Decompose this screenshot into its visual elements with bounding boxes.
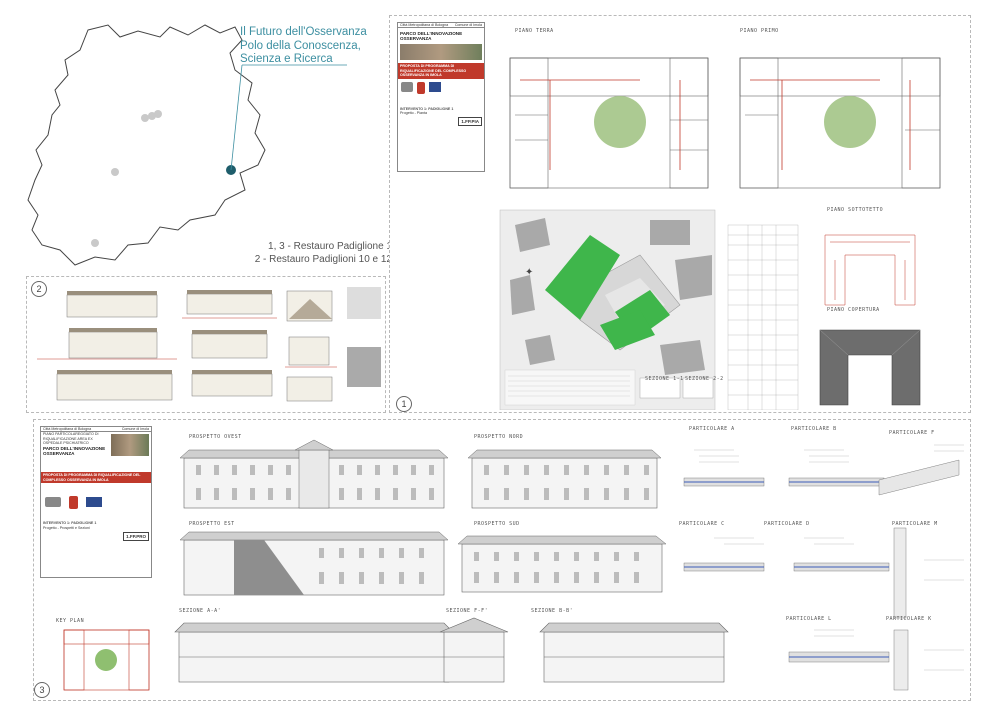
title-block-header-left: Città Metropolitana di Bologna <box>400 23 449 27</box>
site-section-label: SEZIONE 2-2 <box>685 376 724 382</box>
title-block-header-right: Comune di Imola <box>454 23 482 27</box>
detail-label: PARTICOLARE B <box>791 426 837 432</box>
elevation-est <box>179 531 449 596</box>
location-dot-grey <box>91 239 99 247</box>
title-block-intervento: INTERVENTO 1: PADIGLIONE 1 <box>43 521 97 526</box>
site-buildings <box>510 218 712 375</box>
title-block-header-right: Comune di Imola <box>121 427 149 431</box>
project-photo <box>111 434 149 457</box>
panel-number: 3 <box>34 682 50 698</box>
plan-copertura <box>819 329 921 406</box>
plan-label: PIANO SOTTOTETTO <box>827 207 884 213</box>
detail-label: PARTICOLARE F <box>889 430 935 436</box>
logo-icon <box>86 497 102 508</box>
elevation-ovest <box>179 439 449 509</box>
project-photo <box>400 44 482 61</box>
site-section-label: SEZIONE 1-1 <box>645 376 684 382</box>
panel-number: 2 <box>31 281 47 297</box>
title-block-project: PARCO DELL'INNOVAZIONE OSSERVANZA <box>400 31 463 42</box>
site-section-box <box>682 377 714 399</box>
site-notes <box>504 369 636 406</box>
section-label: SEZIONE A-A' <box>179 608 222 614</box>
plan-sottotetto <box>824 234 916 306</box>
map-title: Il Futuro dell'Osservanza Polo della Con… <box>240 26 367 67</box>
title-block: Città Metropolitana di Bologna Comune di… <box>40 426 152 578</box>
title-block-banner: PROPOSTA DI PROGRAMMA DI RIQUALIFICAZION… <box>41 472 151 484</box>
title-block-subject: Progetto - Pianta <box>400 111 427 116</box>
elevation-sud <box>457 535 667 593</box>
title-block-code: 1.FP.PRO <box>123 532 149 542</box>
plan-label: PIANO PRIMO <box>740 28 779 34</box>
location-dot-grey <box>154 110 162 118</box>
logos-row <box>398 79 484 107</box>
elevation-label: PROSPETTO EST <box>189 521 235 527</box>
panel-2: 2 <box>26 276 386 413</box>
section-f-f <box>439 617 509 683</box>
logo-icon <box>429 81 441 92</box>
territory-map <box>27 24 347 266</box>
green-area <box>600 310 655 350</box>
key-plan <box>63 629 150 691</box>
green-area <box>545 235 620 320</box>
location-dot-grey <box>111 168 119 176</box>
logo-icon <box>45 497 61 508</box>
elevation-label: PROSPETTO NORD <box>474 434 524 440</box>
detail-label: PARTICOLARE D <box>764 521 810 527</box>
detail-label: PARTICOLARE C <box>679 521 725 527</box>
north-arrow-icon: ✦ <box>525 267 533 278</box>
title-block-project-small: PIANO PARTICOLAREGGIATO DI RIQUALIFICAZI… <box>43 432 99 446</box>
plan-piano-primo <box>739 57 941 189</box>
section-a-a <box>174 622 454 683</box>
plan-drawings: ✦ <box>499 57 941 410</box>
map-title-line: Il Futuro dell'Osservanza <box>240 26 367 38</box>
plan-label: PIANO TERRA <box>515 28 554 34</box>
logo-icon <box>401 81 413 92</box>
panel-number: 1 <box>396 396 412 412</box>
section-label: SEZIONE F-F' <box>446 608 489 614</box>
coat-of-arms-icon <box>417 81 425 94</box>
legend-item: 1, 3 - Restauro Padiglione 1 <box>268 241 392 252</box>
territory-outline <box>27 24 266 266</box>
detail-label: PARTICOLARE M <box>892 521 938 527</box>
panel-1: 1 Città Metropolitana di Bologna Comune … <box>389 15 971 413</box>
tree-icon <box>824 96 876 148</box>
section-label: SEZIONE B-B' <box>531 608 574 614</box>
detail-label: PARTICOLARE A <box>689 426 735 432</box>
coat-of-arms-icon <box>69 495 78 509</box>
site-section-box <box>639 377 681 399</box>
title-block-project: PARCO DELL'INNOVAZIONE OSSERVANZA <box>43 445 106 456</box>
elevation-label: PROSPETTO SUD <box>474 521 520 527</box>
detail-label: PARTICOLARE L <box>786 616 832 622</box>
map-title-line: Polo della Conoscenza, <box>240 39 361 52</box>
panel-3: 3 Città Metropolitana di Bologna Comune … <box>33 419 971 701</box>
plan-piano-terra <box>509 57 709 189</box>
tree-icon <box>95 649 117 671</box>
callout-line <box>230 64 243 171</box>
details <box>683 459 960 691</box>
title-block-header-left: Città Metropolitana di Bologna <box>43 427 92 431</box>
title-block-intervento: INTERVENTO 1: PADIGLIONE 1 <box>400 106 454 111</box>
legend-item: 2 - Restauro Padiglioni 10 e 12 <box>254 254 392 265</box>
plan-label: PIANO COPERTURA <box>827 307 880 313</box>
surface-table <box>727 224 799 410</box>
panel-2-elevations <box>37 287 381 402</box>
elevations-sections <box>63 439 964 691</box>
location-dot-grey <box>141 114 149 122</box>
tree-icon <box>594 96 646 148</box>
key-plan-label: KEY PLAN <box>56 618 85 624</box>
title-block-subject: Progetto - Prospetti e Sezioni <box>43 525 90 530</box>
title-block-code: 1.FP.PIA <box>458 117 482 127</box>
title-block: Città Metropolitana di Bologna Comune di… <box>397 22 485 172</box>
section-b-b <box>539 622 729 683</box>
title-block-banner: PROPOSTA DI PROGRAMMA DI RIQUALIFICAZION… <box>398 63 484 79</box>
map-title-line: Scienza e Ricerca <box>240 53 333 65</box>
logos-row <box>41 483 151 521</box>
detail-label: PARTICOLARE K <box>886 616 932 622</box>
elevation-label: PROSPETTO OVEST <box>189 434 242 440</box>
